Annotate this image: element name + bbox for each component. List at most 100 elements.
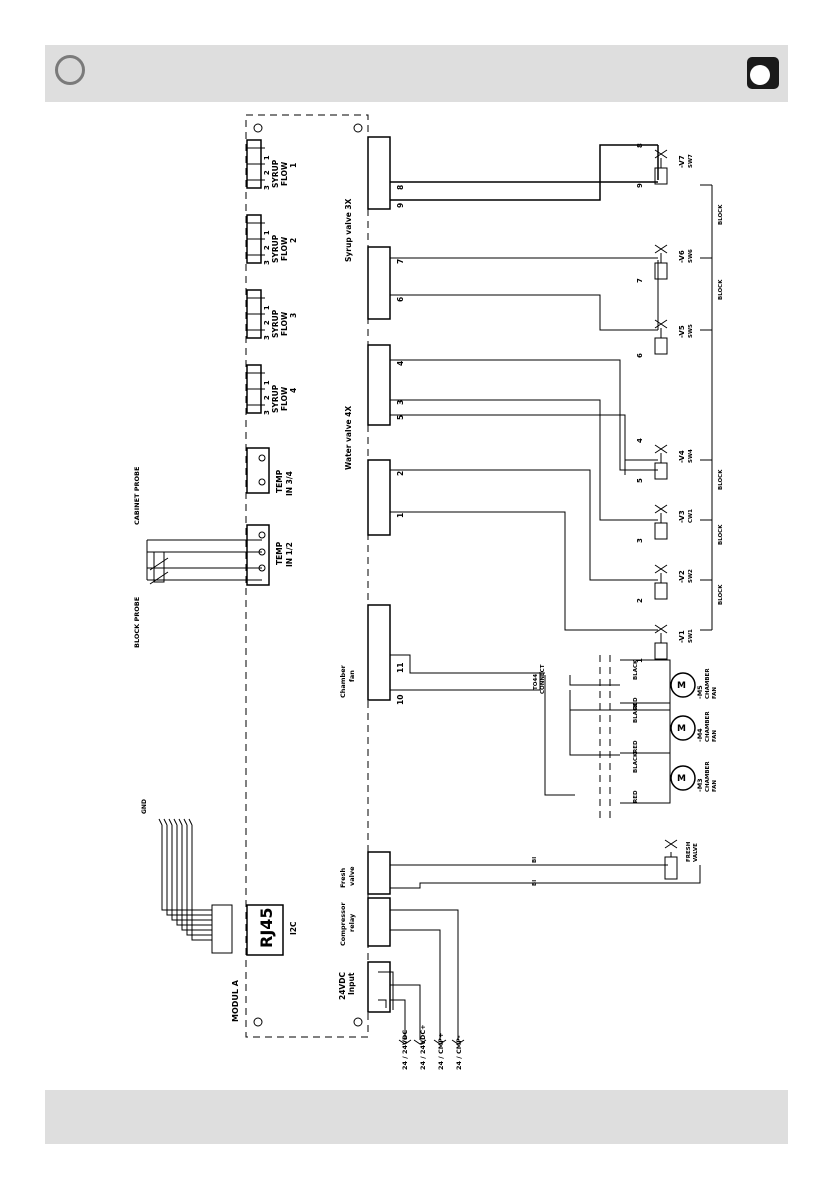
svg-text:CONNECT: CONNECT: [540, 664, 546, 694]
block-label: BLOCK: [718, 584, 724, 605]
svg-text:FLOW: FLOW: [280, 386, 289, 411]
svg-text:8: 8: [396, 185, 405, 190]
valve-sub: SW5: [688, 324, 694, 338]
svg-text:TEMP: TEMP: [275, 469, 284, 493]
svg-text:321: 321: [263, 230, 271, 265]
page-corner-icon: [747, 57, 779, 89]
svg-text:VALVE: VALVE: [693, 843, 699, 862]
svg-text:CABINET PROBE: CABINET PROBE: [133, 467, 141, 525]
valve-wire-number: 4: [636, 438, 644, 443]
svg-text:RJ45: RJ45: [257, 907, 276, 948]
mount-hole: [253, 123, 263, 133]
svg-text:11: 11: [396, 663, 405, 673]
svg-text:2: 2: [289, 238, 298, 243]
valve-wire-number: 2: [636, 598, 644, 603]
syrup-flow-2: 321 SYRUP FLOW 2: [246, 214, 298, 265]
syrup-flow-4: 321 SYRUP FLOW 4: [246, 364, 298, 415]
block-label: BLOCK: [718, 204, 724, 225]
svg-text:SYRUP: SYRUP: [271, 384, 280, 413]
svg-text:7: 7: [396, 259, 405, 264]
svg-text:I2C: I2C: [289, 921, 298, 935]
svg-text:5: 5: [396, 415, 405, 420]
temp-in-3-4: TEMP IN 3/4: [246, 447, 294, 496]
valve-id: -V6: [678, 250, 686, 263]
fan-id: -M5: [696, 685, 704, 699]
circle-icon: [55, 55, 85, 85]
svg-text:Water valve 4X: Water valve 4X: [344, 406, 353, 470]
svg-text:3: 3: [289, 313, 298, 318]
svg-text:Bl: Bl: [532, 857, 538, 863]
svg-text:BLOCK PROBE: BLOCK PROBE: [133, 597, 141, 648]
motor-icon: [670, 765, 696, 791]
valve-id: -V3: [678, 510, 686, 523]
svg-text:IN 1/2: IN 1/2: [285, 542, 294, 567]
svg-text:6: 6: [396, 297, 405, 302]
fresh-valve-connector: Fresh valve: [339, 851, 391, 895]
motor-symbol: M: [677, 681, 686, 691]
footer-band: [45, 1090, 788, 1144]
temp-in-1-2: TEMP IN 1/2: [246, 524, 294, 586]
valve-sub: CW1: [688, 509, 694, 523]
fan-label: CHAMBER: [705, 711, 711, 742]
svg-text:321: 321: [263, 380, 271, 415]
chamber-fan-wiring: TO44 CONNECT: [390, 654, 620, 820]
svg-text:Syrup valve 3X: Syrup valve 3X: [344, 198, 353, 262]
valve-id: -V1: [678, 630, 686, 643]
valve-sub: SW2: [688, 569, 694, 583]
svg-text:FRESH: FRESH: [686, 841, 692, 862]
svg-text:4: 4: [289, 388, 298, 393]
svg-text:SYRUP: SYRUP: [271, 159, 280, 188]
svg-text:Bl: Bl: [532, 880, 538, 886]
mount-hole: [353, 123, 363, 133]
module-label: MODUL A: [231, 979, 240, 1022]
motor-icon: [670, 715, 696, 741]
svg-text:9: 9: [396, 203, 405, 208]
compressor-connector: Compressor relay: [339, 897, 391, 947]
svg-text:SYRUP: SYRUP: [271, 309, 280, 338]
valve-wire-number: 6: [636, 353, 644, 358]
svg-text:24 / 24VDC-: 24 / 24VDC-: [401, 1027, 409, 1070]
svg-text:1: 1: [396, 513, 405, 518]
svg-text:Input: Input: [347, 972, 356, 995]
block-label: BLOCK: [718, 524, 724, 545]
fan-label: CHAMBER: [705, 668, 711, 699]
svg-text:FLOW: FLOW: [280, 161, 289, 186]
svg-text:Chamber: Chamber: [339, 664, 347, 698]
water-valve-connector: Water valve 4X: [344, 344, 391, 536]
probes: CABINET PROBE BLOCK PROBE: [133, 467, 262, 648]
header-band: [45, 45, 788, 102]
svg-text:321: 321: [263, 305, 271, 340]
valve-wire-number: 9: [636, 183, 644, 188]
valve-wire-number: 7: [636, 278, 644, 283]
svg-text:2: 2: [396, 471, 405, 476]
valve-id: -V2: [678, 570, 686, 583]
block-label: BLOCK: [718, 469, 724, 490]
svg-text:fan: fan: [348, 670, 356, 682]
valve-wiring: 8 9 7 6 4 3 5 2 1 11 10: [390, 144, 659, 705]
mount-hole: [353, 1017, 363, 1027]
syrup-valve-connector: Syrup valve 3X: [344, 136, 391, 320]
svg-text:FLOW: FLOW: [280, 236, 289, 261]
valve-wire-number: 5: [636, 478, 644, 483]
rj45-port: RJ45 I2C GND: [141, 799, 298, 956]
motor-symbol: M: [677, 774, 686, 784]
fan-id: -M3: [696, 778, 704, 792]
wire-color: BLACK: [633, 702, 639, 723]
power-wiring: 24 / 24VDC- 24 / 24VDC+ 24 / CMP+ 24 / C…: [390, 909, 465, 1070]
syrup-flow-3: 321 SYRUP FLOW 3: [246, 289, 298, 340]
svg-text:24VDC: 24VDC: [338, 972, 347, 1000]
chamber-fan-connector: Chamber fan: [339, 604, 391, 701]
valve-sub: SW6: [688, 249, 694, 263]
svg-text:Compressor: Compressor: [339, 902, 347, 946]
mount-hole: [253, 1017, 263, 1027]
motor-icon: [670, 672, 696, 698]
wire-color: RED: [633, 790, 639, 803]
